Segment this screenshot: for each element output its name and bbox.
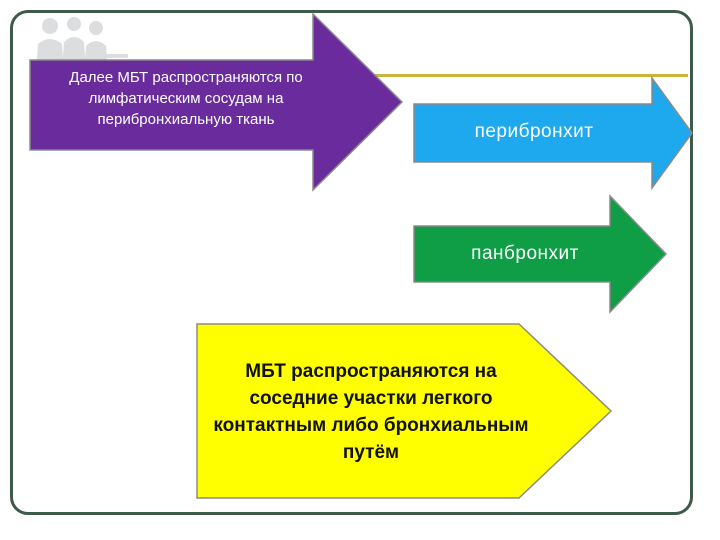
header-rule [370,74,688,77]
arrow-spread-peribronchial-shape [29,12,404,192]
arrow-panbronchitis-shape [413,194,668,314]
arrow-contact-spread: МБТ распространяются на соседние участки… [196,323,613,499]
arrow-contact-spread-shape [196,323,613,499]
arrow-spread-peribronchial: Далее МБТ распространяются по лимфатичес… [29,12,404,192]
arrow-spread-peribronchial-text: Далее МБТ распространяются по лимфатичес… [69,68,303,128]
arrow-peribronchitis-shape [413,75,693,191]
arrow-panbronchitis: панбронхит [413,194,668,314]
arrow-panbronchitis-text: панбронхит [471,243,579,264]
arrow-peribronchitis-text: перибронхит [474,121,594,142]
arrow-peribronchitis: перибронхит [413,75,693,191]
arrow-contact-spread-text: МБТ распространяются на соседние участки… [213,361,529,463]
